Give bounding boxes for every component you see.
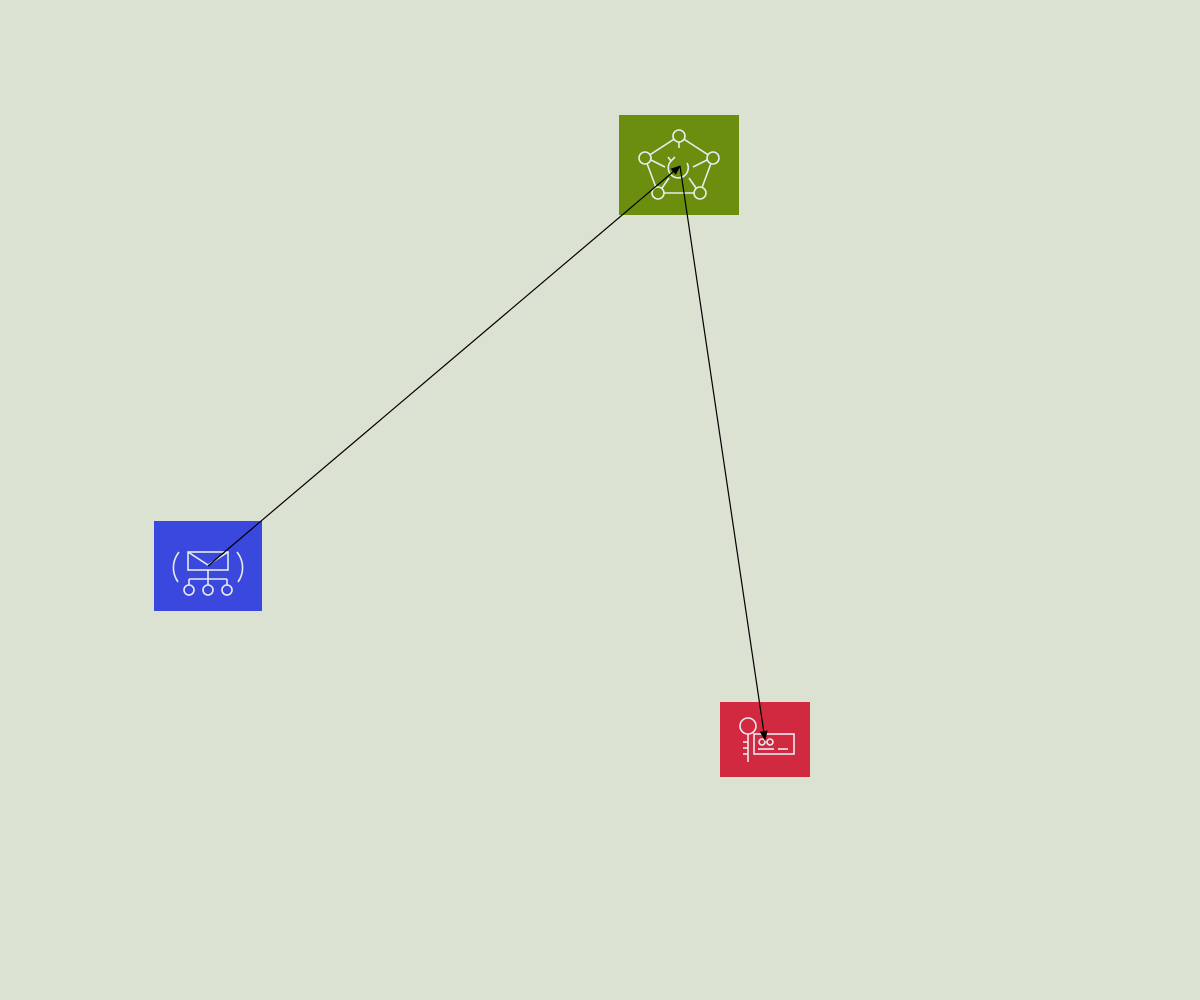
edge-appsync-to-iam[interactable] [679,165,768,741]
appsync-icon [638,129,720,200]
appsync-node[interactable] [619,115,739,215]
edge-sns-to-appsync[interactable] [207,165,681,567]
sns-topic-icon [172,551,244,596]
sns-topic-node[interactable] [154,521,262,611]
iam-key-icon [739,717,795,762]
iam-node[interactable] [720,702,810,777]
